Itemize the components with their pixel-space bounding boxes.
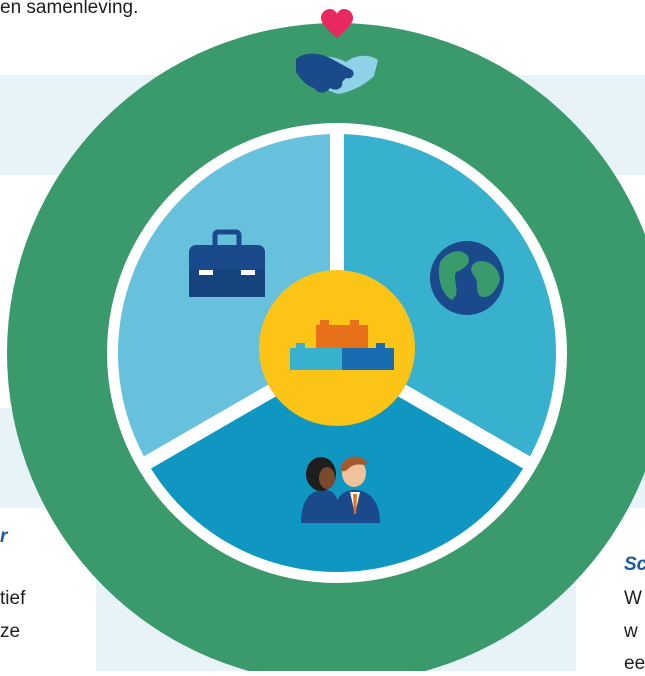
left-block-line: tief <box>0 588 26 609</box>
people-icon <box>301 456 380 523</box>
right-block-line: ee <box>624 653 645 674</box>
briefcase-icon <box>189 229 265 297</box>
right-block-heading: Sc <box>624 554 645 575</box>
right-block-line: W <box>624 588 642 609</box>
heart-icon <box>321 9 353 38</box>
intro-text-fragment: en samenleving. <box>0 0 139 18</box>
right-block-line: w <box>624 621 638 642</box>
handshake-icon <box>296 53 378 94</box>
left-block-heading: r <box>0 526 8 547</box>
globe-icon <box>430 241 504 315</box>
left-block-line: ze <box>0 621 21 642</box>
building-blocks-icon <box>290 320 394 370</box>
